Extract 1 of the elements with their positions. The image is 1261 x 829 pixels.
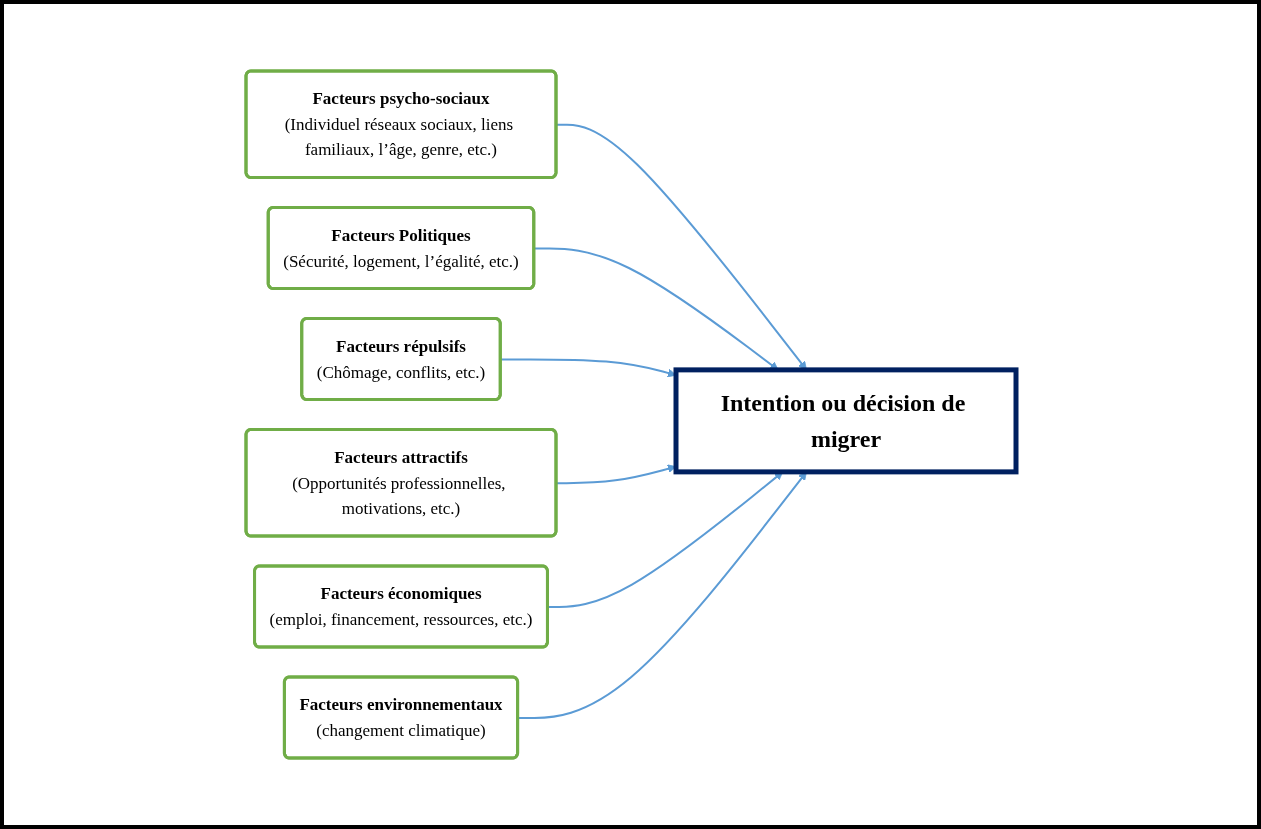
node-box: Intention ou décision de migrer xyxy=(673,367,1018,475)
